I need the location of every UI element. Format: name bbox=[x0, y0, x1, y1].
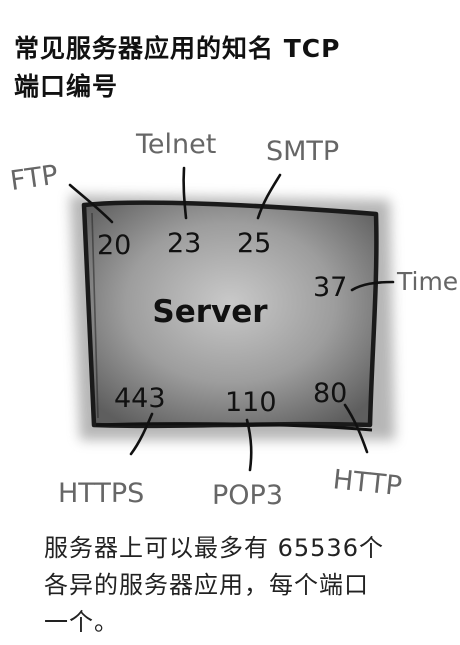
port-ftp: 20 bbox=[97, 230, 131, 261]
caption-line-2: 各异的服务器应用，每个端口 bbox=[44, 571, 369, 599]
port-https: 443 bbox=[114, 383, 166, 414]
port-http: 80 bbox=[313, 378, 347, 409]
service-ftp: FTP bbox=[8, 160, 60, 197]
leader-ftp bbox=[68, 183, 114, 224]
service-http: HTTP bbox=[331, 464, 403, 502]
service-time: Time bbox=[396, 267, 458, 296]
title-line-1: 常见服务器应用的知名 TCP bbox=[14, 34, 341, 63]
title-line-2: 端口编号 bbox=[14, 72, 119, 101]
server-label: Server bbox=[152, 294, 268, 330]
server-box bbox=[81, 200, 379, 429]
caption-line-3: 一个。 bbox=[44, 608, 119, 636]
caption: 服务器上可以最多有 65536个 各异的服务器应用，每个端口 一个。 bbox=[44, 530, 444, 641]
service-https: HTTPS bbox=[58, 478, 144, 509]
leader-time bbox=[350, 280, 395, 292]
port-telnet: 23 bbox=[167, 228, 201, 259]
port-smtp: 25 bbox=[237, 228, 271, 259]
page-title: 常见服务器应用的知名 TCP 端口编号 bbox=[14, 30, 434, 106]
leader-pop3 bbox=[245, 418, 253, 472]
service-smtp: SMTP bbox=[266, 136, 339, 167]
port-time: 37 bbox=[313, 272, 347, 303]
leader-telnet bbox=[182, 166, 188, 220]
service-telnet: Telnet bbox=[135, 129, 216, 160]
port-pop3: 110 bbox=[225, 387, 277, 418]
leader-https bbox=[129, 412, 154, 456]
service-pop3: POP3 bbox=[212, 480, 283, 511]
leader-smtp bbox=[256, 173, 282, 220]
leader-http bbox=[343, 403, 369, 454]
caption-line-1: 服务器上可以最多有 65536个 bbox=[44, 534, 384, 562]
